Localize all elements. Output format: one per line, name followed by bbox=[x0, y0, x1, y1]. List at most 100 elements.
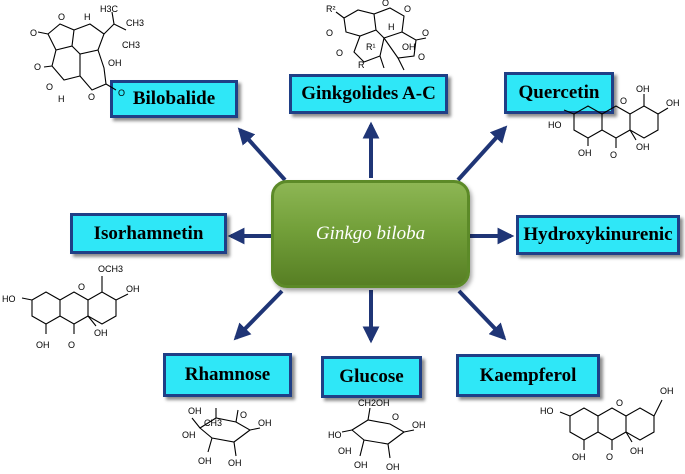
structure-atom-label: OH bbox=[636, 84, 650, 94]
rhamnose-structure: OH O OH OH OH CH3 OH bbox=[182, 406, 272, 468]
structure-atom-label: OH bbox=[338, 446, 352, 456]
kaempferol-box: Kaempferol bbox=[456, 354, 600, 397]
structure-atom-label: O bbox=[326, 28, 333, 38]
structure-atom-label: O bbox=[422, 28, 429, 38]
bilobalide-box: Bilobalide bbox=[110, 80, 238, 118]
structure-atom-label: OH bbox=[198, 456, 212, 466]
structure-atom-label: OH bbox=[660, 386, 674, 396]
kaempferol-structure: HO OH OH OH O O bbox=[540, 386, 674, 462]
structure-atom-label: O bbox=[78, 282, 85, 292]
structure-bond bbox=[629, 105, 659, 139]
structure-bond bbox=[51, 49, 81, 81]
structure-atom-label: OH bbox=[108, 58, 122, 68]
structure-atom-label: OH bbox=[182, 430, 196, 440]
structure-bond bbox=[625, 407, 655, 441]
structure-bond bbox=[191, 408, 261, 431]
isorhamnetin-box: Isorhamnetin bbox=[70, 213, 227, 254]
structure-atom-label: OH bbox=[386, 462, 400, 472]
structure-bond bbox=[559, 411, 613, 450]
structure-bond bbox=[31, 291, 61, 325]
structure-bond bbox=[383, 31, 417, 59]
structure-bond bbox=[87, 291, 117, 325]
structure-atom-label: OH bbox=[402, 42, 416, 52]
structure-atom-label: O bbox=[392, 412, 399, 422]
structure-bond bbox=[353, 35, 385, 63]
structure-atom-label: OCH3 bbox=[98, 264, 123, 274]
structure-bond bbox=[597, 407, 627, 441]
structure-atom-label: OH bbox=[630, 446, 644, 456]
structure-atom-label: R bbox=[358, 60, 365, 70]
structure-atom-label: OH bbox=[94, 328, 108, 338]
structure-bond bbox=[379, 55, 405, 71]
structure-atom-label: O bbox=[118, 88, 125, 98]
arrow-to-rhamnose bbox=[233, 289, 284, 341]
rhamnose-box: Rhamnose bbox=[163, 353, 292, 397]
structure-bond bbox=[335, 11, 427, 41]
ginkgo-biloba-center-box: Ginkgo biloba bbox=[271, 180, 470, 288]
structure-bond bbox=[625, 399, 663, 443]
structure-atom-label: O bbox=[610, 150, 617, 160]
structure-atom-label: CH2OH bbox=[358, 398, 390, 408]
structure-atom-label: OH bbox=[636, 142, 650, 152]
structure-atom-label: H3C bbox=[100, 4, 119, 14]
structure-atom-label: OH bbox=[666, 98, 680, 108]
structure-atom-label: OH bbox=[36, 340, 50, 350]
structure-bond bbox=[573, 105, 603, 139]
structure-atom-label: CH3 bbox=[204, 418, 222, 428]
structure-atom-label: O bbox=[336, 48, 343, 58]
structure-bond bbox=[341, 407, 415, 433]
structure-atom-label: O bbox=[68, 340, 75, 350]
arrow-to-bilobalide bbox=[237, 127, 287, 182]
structure-bond bbox=[21, 297, 97, 334]
structure-atom-label: OH bbox=[572, 452, 586, 462]
structure-atom-label: R¹ bbox=[366, 42, 376, 52]
structure-atom-label: O bbox=[34, 62, 41, 72]
structure-bond bbox=[79, 49, 107, 91]
arrow-to-quercetin bbox=[456, 125, 508, 182]
isorhamnetin-structure: OCH3 OH HO OH OH O O bbox=[2, 264, 140, 350]
structure-bond bbox=[601, 105, 631, 139]
structure-atom-label: H bbox=[84, 12, 91, 22]
structure-atom-label: O bbox=[46, 82, 53, 92]
structure-bond bbox=[359, 439, 391, 459]
glucose-box: Glucose bbox=[321, 356, 422, 398]
structure-bond bbox=[37, 31, 117, 91]
structure-atom-label: O bbox=[30, 28, 37, 38]
structure-bond bbox=[103, 11, 127, 35]
structure-atom-label: HO bbox=[328, 430, 342, 440]
structure-atom-label: O bbox=[404, 4, 411, 14]
structure-atom-label: H bbox=[58, 94, 65, 104]
structure-bond bbox=[373, 7, 405, 39]
structure-atom-label: O bbox=[620, 96, 627, 106]
structure-atom-label: HO bbox=[548, 120, 562, 130]
ginkgolides-box: Ginkgolides A-C bbox=[289, 74, 448, 114]
hydroxykinurenic-box: Hydroxykinurenic bbox=[516, 215, 680, 255]
quercetin-box: Quercetin bbox=[504, 72, 614, 114]
structure-atom-label: HO bbox=[2, 294, 16, 304]
structure-atom-label: OH bbox=[578, 148, 592, 158]
structure-atom-label: OH bbox=[188, 406, 202, 416]
structure-bond bbox=[101, 276, 129, 301]
structure-atom-label: O bbox=[240, 410, 247, 420]
structure-atom-label: O bbox=[58, 12, 65, 22]
structure-atom-label: R² bbox=[326, 4, 336, 14]
arrow-to-kaempferol bbox=[457, 289, 507, 341]
structure-atom-label: HO bbox=[540, 406, 554, 416]
structure-atom-label: CH3 bbox=[122, 40, 140, 50]
structure-bond bbox=[629, 94, 669, 141]
structure-atom-label: O bbox=[418, 52, 425, 62]
ginkgolides-structure: R² R¹ R OH O O O O O O H bbox=[326, 0, 429, 71]
structure-atom-label: OH bbox=[228, 458, 242, 468]
structure-atom-label: OH bbox=[126, 284, 140, 294]
structure-bond bbox=[59, 291, 89, 325]
structure-atom-label: CH3 bbox=[126, 18, 144, 28]
glucose-structure: CH2OH O OH HO OH OH OH bbox=[328, 398, 426, 472]
structure-bond bbox=[343, 9, 377, 37]
structure-atom-label: O bbox=[88, 92, 95, 102]
structure-bond bbox=[47, 23, 75, 51]
structure-atom-label: O bbox=[616, 398, 623, 408]
structure-atom-label: H bbox=[388, 22, 395, 32]
structure-atom-label: OH bbox=[258, 418, 272, 428]
